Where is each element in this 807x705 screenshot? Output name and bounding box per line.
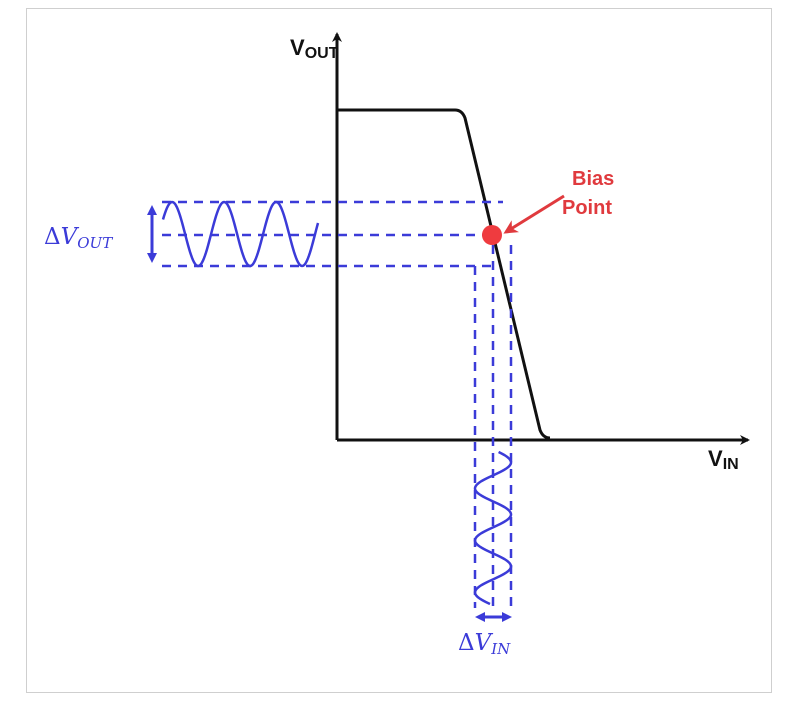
y-axis-label-sub: OUT (305, 45, 339, 62)
transfer-curve (337, 108, 551, 440)
y-axis-label-main: V (290, 35, 305, 60)
delta-vin-label: ΔVIN (458, 630, 511, 658)
y-axis-label: VOUT (290, 35, 339, 62)
delta-vout-delta: Δ (44, 224, 61, 250)
figure-frame (26, 8, 772, 693)
delta-vin-sub: IN (490, 640, 511, 658)
output-sine-wave (161, 200, 320, 268)
output-projection-lines (162, 200, 503, 268)
delta-vout-label: ΔVOUT (44, 224, 113, 252)
input-projection-lines (473, 245, 513, 608)
delta-vin-delta: Δ (458, 630, 475, 656)
x-axis-label-main: V (708, 446, 723, 471)
x-axis-label-sub: IN (723, 456, 739, 473)
bias-point-label-line1: Bias (572, 168, 614, 190)
bias-point-label-line2: Point (562, 197, 612, 219)
delta-vin-main: V (475, 630, 494, 656)
delta-vout-main: V (61, 224, 80, 250)
bias-point-arrow (503, 194, 565, 234)
delta-vout-sub: OUT (77, 234, 113, 252)
x-axis-label: VIN (708, 446, 739, 473)
input-sine-wave (473, 450, 513, 606)
bias-point-marker (482, 225, 502, 245)
